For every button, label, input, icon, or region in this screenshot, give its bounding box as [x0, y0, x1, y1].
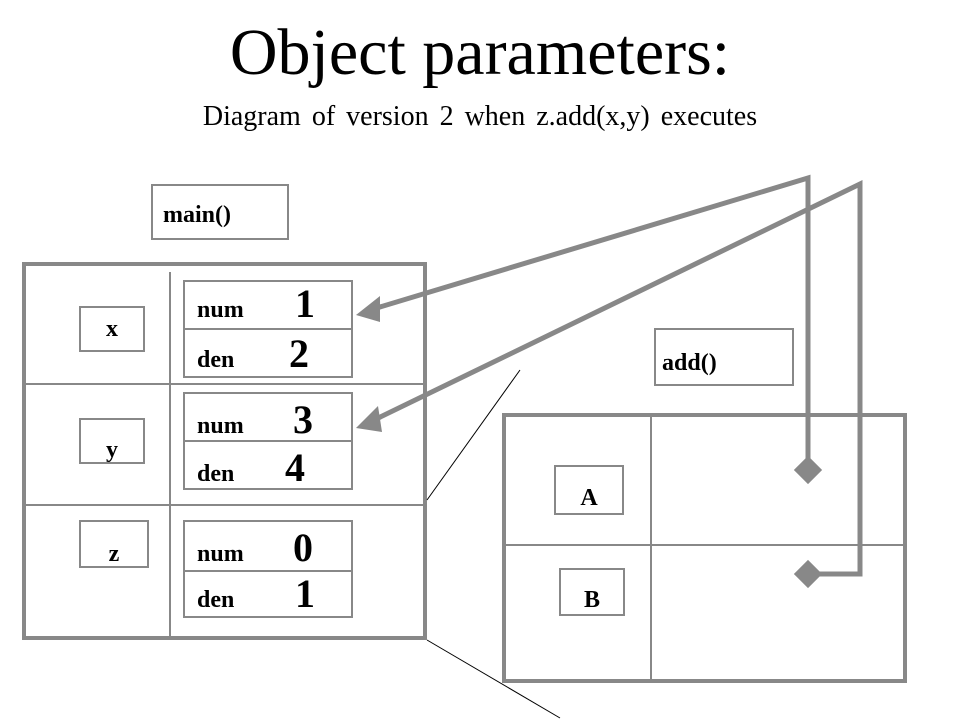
add-frame — [502, 413, 907, 683]
reference-a-to-x — [369, 174, 811, 470]
den-field-value: 1 — [295, 571, 315, 616]
object-field-divider — [185, 440, 351, 442]
den-field-label: den — [197, 461, 235, 487]
num-field-label: num — [197, 541, 244, 567]
reference-b-origin-diamond — [793, 559, 823, 589]
main-frame-row-divider — [24, 504, 425, 506]
page-title: Object parameters: — [229, 16, 731, 89]
object-field-divider — [185, 570, 351, 572]
variable-z-object: num 0 den 1 — [183, 520, 353, 618]
main-frame-label: main() — [163, 202, 231, 228]
den-field-label: den — [197, 587, 235, 613]
variable-y-label: y — [79, 418, 145, 464]
add-frame-column-divider — [650, 417, 652, 679]
variable-x-label: x — [79, 306, 145, 352]
variable-x-object: num 1 den 2 — [183, 280, 353, 378]
num-field-value: 0 — [293, 525, 313, 570]
num-field-value: 1 — [295, 281, 315, 326]
arrowhead-x — [356, 296, 380, 322]
arrowhead-y — [356, 406, 382, 432]
parameter-a-label: A — [554, 465, 624, 515]
num-field-label: num — [197, 297, 244, 323]
num-field-label: num — [197, 413, 244, 439]
num-field-value: 3 — [293, 397, 313, 442]
main-frame-row-divider — [24, 383, 425, 385]
object-field-divider — [185, 328, 351, 330]
main-frame-column-divider — [169, 272, 171, 638]
main-frame-label-box: main() — [151, 184, 289, 240]
add-frame-row-divider — [504, 544, 905, 546]
zoom-line-bottom — [426, 639, 561, 719]
add-frame-label-box: add() — [654, 328, 794, 386]
reference-b-to-y — [368, 180, 863, 577]
page-subtitle: Diagram of version 2 when z.add(x,y) exe… — [202, 101, 758, 132]
add-frame-label: add() — [662, 350, 717, 376]
variable-z-label: z — [79, 520, 149, 568]
den-field-value: 4 — [285, 445, 305, 490]
den-field-label: den — [197, 347, 235, 373]
reference-a-origin-diamond — [793, 455, 823, 485]
parameter-b-label: B — [559, 568, 625, 616]
den-field-value: 2 — [289, 331, 309, 376]
variable-y-object: num 3 den 4 — [183, 392, 353, 490]
zoom-line-top — [426, 369, 521, 501]
